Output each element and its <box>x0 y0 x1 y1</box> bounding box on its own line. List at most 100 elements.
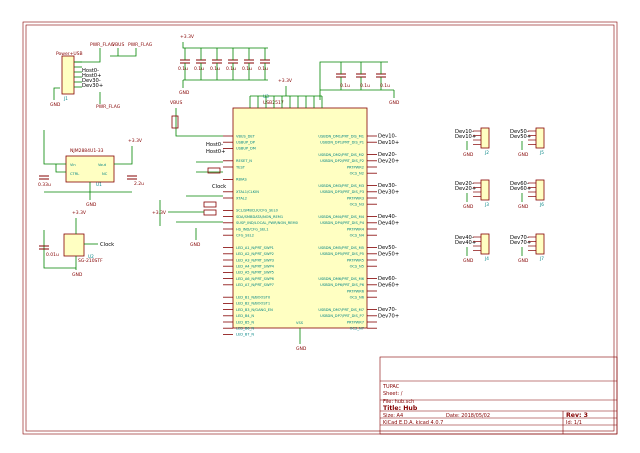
hub-pin-right: USBDN_DP3/PRT_DIS_P3 <box>320 190 364 194</box>
hub-pin-left: SDA/SMBDATA/NON_REM1 <box>236 215 283 219</box>
net-clock-2: Clock <box>212 184 226 190</box>
connector-ref: J3 <box>484 202 489 207</box>
tb-id: Id: 1/1 <box>566 420 582 426</box>
vbus-label: VBUS <box>170 100 182 106</box>
oscillator-value: SG-210STF <box>78 258 103 264</box>
hub-pin-left: SCL/SMBCLK/CFG_SEL0 <box>236 209 279 213</box>
connector-ref: J6 <box>539 202 544 207</box>
cap-value: 0.1u <box>258 66 268 72</box>
hub-pin-right: OCS_N6 <box>350 296 365 300</box>
header-body <box>61 55 75 95</box>
gnd-label: GND <box>50 102 61 108</box>
gnd-label: GND <box>296 346 307 352</box>
v33-label: +3.3V <box>128 138 143 144</box>
hub-pin-left: LED_A4_N/PRT_SWP4 <box>236 265 275 269</box>
hub-pin-left: LED_A6_N/PRT_SWP6 <box>236 277 275 281</box>
net-host-minus: Host0- <box>82 68 99 74</box>
cap-value: 0.1u <box>210 66 220 72</box>
tb-size: Size: A4 <box>383 413 403 419</box>
net-host-plus-2: Host0+ <box>206 149 225 155</box>
bulk-caps: 0.1u 0.1u 0.1u GND <box>319 61 400 106</box>
sheet-frame <box>22 21 618 435</box>
hub-pin-right: OCS_N3 <box>350 203 364 207</box>
hub-net-label: Dev20- <box>378 152 397 158</box>
hub-pin-right: USBDN_DM1/PRT_DIS_M1 <box>318 134 364 138</box>
sheet-inner-frame <box>25 24 615 432</box>
net-dev30-minus: Dev30- <box>82 78 101 84</box>
tb-file: File: hub.sch <box>383 399 414 405</box>
hub-pin-left: LED_A7_N/PRT_SWP7 <box>236 283 274 287</box>
hub-pin-right: PRTPWR3 <box>347 196 364 200</box>
hub-pin-left: HS_IND/CFG_SEL1 <box>236 227 269 231</box>
hub-pin-right: USBDN_DP1/PRT_DIS_P1 <box>320 141 364 145</box>
usb-header-j1[interactable]: Power+USB Host0- Host0+ Dev30- Dev30+ J1 <box>56 51 103 101</box>
hub-net-label: Dev70+ <box>378 313 399 319</box>
cap-value: 0.1u <box>340 83 350 89</box>
net-host-minus-2: Host0- <box>206 142 223 148</box>
cap-cout: 2.2u <box>134 181 144 187</box>
connector-body <box>535 233 545 255</box>
hub-net-label: Dev50- <box>378 245 397 251</box>
connector-net: Dev40- <box>455 235 474 241</box>
tb-sheet: Sheet: / <box>383 391 403 397</box>
hub-ic-u3[interactable]: U3 USB2517 +3.3V VBUS_DETUSBUP_DPUSBUP_D… <box>223 78 399 352</box>
hub-pin-right: USBDN_DM7/PRT_DIS_M7 <box>318 308 364 312</box>
hub-pin-left: RBIAS <box>236 178 247 182</box>
net-clock: Clock <box>100 242 114 248</box>
hub-pin-left: LED_A1_N/PRT_SWP1 <box>236 246 274 250</box>
connector-net: Dev10+ <box>455 134 476 140</box>
decoupling-caps: +3.3V 0.1u 0.1u 0.1u 0.1u 0.1u 0.1u GND <box>178 34 270 96</box>
hub-net-label: Dev70- <box>378 307 397 313</box>
hub-pin-left: LED_A5_N/PRT_SWP5 <box>236 271 274 275</box>
hub-pin-left: USBUP_DP <box>236 141 256 145</box>
connector-body <box>535 127 545 149</box>
cap-value: 0.1u <box>194 66 204 72</box>
oscillator-u2[interactable]: +3.3V U2 SG-210STF Clock 0.01u GND <box>39 210 114 278</box>
hub-pin-right: PRTPWR7 <box>347 320 364 324</box>
hub-pin-right: USBDN_DM5/PRT_DIS_M5 <box>318 246 364 250</box>
gnd-label: GND <box>463 258 474 264</box>
regulator-u1[interactable]: NJM2884U1-33 Vin Vout CTRL NC U1 0.33u 2… <box>38 130 144 208</box>
header-title: Power+USB <box>56 51 83 57</box>
v33-label: +3.3V <box>180 34 195 40</box>
connector-net: Dev40+ <box>455 240 476 246</box>
hub-net-label: Dev30- <box>378 183 397 189</box>
hub-pin-right: USBDN_DP6/PRT_DIS_P6 <box>320 283 365 287</box>
gnd-label: GND <box>72 272 83 278</box>
connector-net: Dev60- <box>510 181 529 187</box>
hub-pin-left: XTAL2 <box>236 196 247 200</box>
hub-net-label: Dev20+ <box>378 158 399 164</box>
gnd-label: GND <box>463 204 474 210</box>
hub-pin-left: VBUS_DET <box>236 134 256 138</box>
title-block: TUPAC Sheet: / File: hub.sch Title: Hub … <box>379 356 618 435</box>
hub-pin-right: USBDN_DM6/PRT_DIS_M6 <box>318 277 364 281</box>
hub-pin-left: LED_B7_N <box>236 333 254 337</box>
hub-pin-right: PRTPWR5 <box>347 258 364 262</box>
gnd-label: GND <box>389 100 400 106</box>
hub-net-label: Dev10+ <box>378 140 399 146</box>
pin-ctrl: CTRL <box>70 172 79 176</box>
connector-net: Dev10- <box>455 129 474 135</box>
hub-pin-left: LED_B2_N/BOOST1 <box>236 302 270 306</box>
gnd-label: GND <box>179 90 190 96</box>
tb-date: Date: 2018/05/02 <box>446 413 490 419</box>
hub-pin-left: LED_B1_N/BOOST0 <box>236 296 271 300</box>
hub-pin-right: OCS_N7 <box>350 327 364 331</box>
connector-net: Dev50+ <box>510 134 531 140</box>
hub-pin-right: USBDN_DP5/PRT_DIS_P5 <box>320 252 364 256</box>
pin-vout: Vout <box>98 163 107 167</box>
hub-pin-right: USBDN_DP4/PRT_DIS_P4 <box>320 221 365 225</box>
hub-left-pins: VBUS_DETUSBUP_DPUSBUP_DMRESET_NTESTRBIAS… <box>223 134 299 337</box>
hub-pin-right: USBDN_DP7/PRT_DIS_P7 <box>320 314 364 318</box>
gnd-label: GND <box>86 202 97 208</box>
hub-supply: +3.3V <box>278 78 293 84</box>
hub-pin-right: USBDN_DM4/PRT_DIS_M4 <box>318 215 364 219</box>
connector-net: Dev20+ <box>455 186 476 192</box>
